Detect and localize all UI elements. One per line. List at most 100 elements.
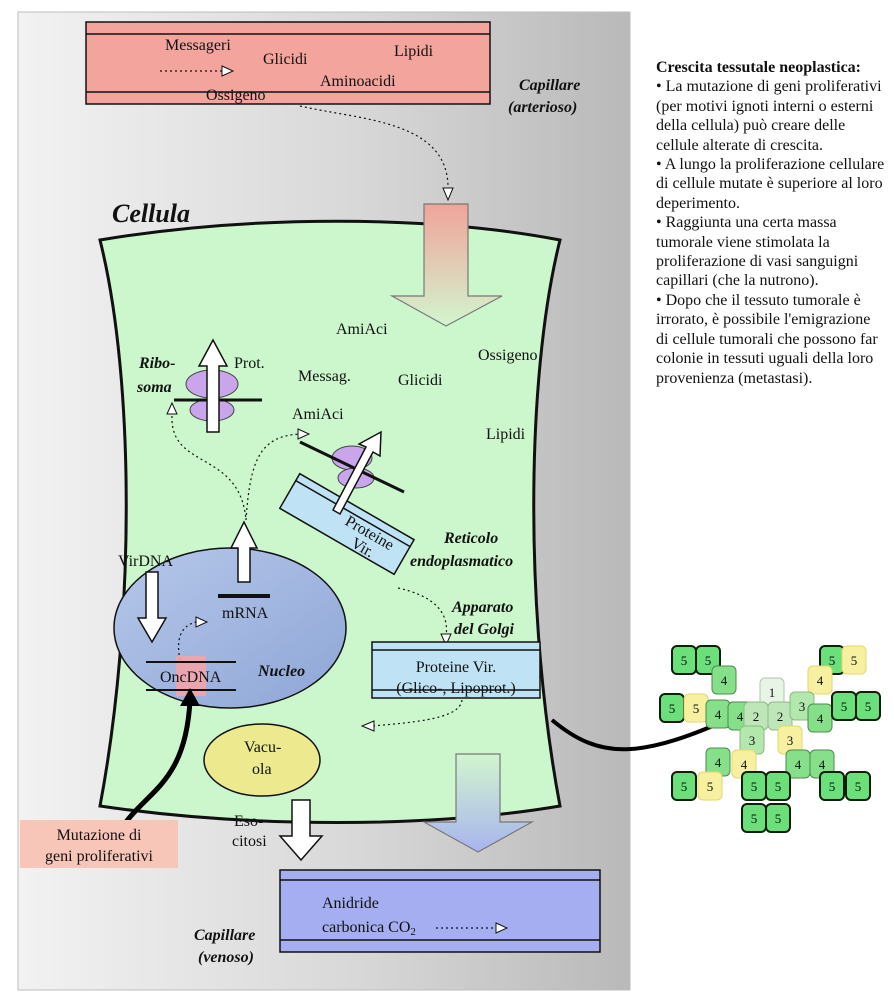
venous-label-line2: (venoso)	[198, 949, 254, 966]
golgi-label-line2: del Golgi	[454, 621, 515, 638]
er-aminoacid-label: AmiAci	[292, 406, 344, 423]
tumor-cell-level-label: 5	[775, 779, 782, 794]
virdna-down-arrow-icon	[136, 571, 168, 644]
tumor-cell	[765, 771, 791, 801]
golgi-to-vacuole-dotted-path	[371, 699, 463, 727]
co2-arrowhead-icon	[495, 922, 509, 934]
tumor-cell-level-label: 2	[753, 709, 760, 724]
side-description: Crescita tessutale neoplastica: • La mut…	[656, 58, 886, 388]
tumor-cell-level-label: 5	[751, 779, 758, 794]
tumor-cell	[807, 665, 833, 695]
ribosome-product-label: Prot.	[234, 355, 265, 372]
tumor-cell-level-label: 5	[829, 653, 836, 668]
tumor-cell-level-label: 5	[829, 779, 836, 794]
tumor-cell-level-label: 5	[855, 779, 862, 794]
arterial-item-lipidi: Lipidi	[394, 43, 434, 60]
mutation-arrowhead-icon	[180, 688, 200, 706]
mrna-label: mRNA	[222, 605, 269, 622]
mutation-box-line2: geni proliferativi	[45, 848, 154, 865]
golgi-proteins-line2: (Glico-, Lipoprot.)	[396, 680, 516, 697]
mutation-box	[20, 820, 178, 868]
arterial-item-aminoacidi: Aminoacidi	[320, 73, 396, 90]
tumor-cell	[765, 803, 791, 833]
vacuole-line2: ola	[252, 761, 272, 778]
endoplasmic-reticulum: AmiAci Proteine Vir. Reticolo endoplasma…	[278, 406, 513, 576]
venous-capillary: Anidride carbonica CO2	[279, 869, 601, 953]
tumor-cell-level-label: 5	[681, 653, 688, 668]
tumor-cell-level-label: 1	[769, 685, 776, 700]
exocytosis-line2: citosi	[232, 833, 267, 850]
er-label-line1: Reticolo	[443, 530, 498, 547]
mrna-to-ribosome-dotted-path	[171, 415, 247, 521]
tumor-cell-level-label: 5	[865, 699, 872, 714]
venous-content-line2: carbonica CO2	[322, 919, 416, 938]
tumor-cell-level-label: 5	[707, 779, 714, 794]
arterial-dotted-arrowhead-icon	[442, 187, 454, 202]
tumor-cell-level-label: 5	[681, 779, 688, 794]
tumor-cell	[855, 691, 881, 721]
arterial-item-ossigeno: Ossigeno	[206, 87, 266, 104]
arterial-item-glicidi: Glicidi	[263, 51, 308, 68]
ribosome-label-line2: soma	[136, 379, 172, 396]
golgi-apparatus: Proteine Vir. (Glico-, Lipoprot.) Appara…	[371, 599, 541, 699]
er-label-line2: endoplasmatico	[410, 553, 513, 570]
venous-content-line1: Anidride	[322, 895, 379, 912]
tumor-cell-level-label: 5	[705, 653, 712, 668]
arterial-capillary: Messageri Glicidi Lipidi Aminoacidi Ossi…	[85, 21, 491, 105]
arterial-label-line2: (arterioso)	[508, 99, 577, 116]
side-text-bullet-3: • Raggiunta una certa massa tumorale vie…	[656, 214, 859, 290]
cell-content-lipidi: Lipidi	[486, 426, 526, 443]
tumor-cell-level-label: 5	[775, 811, 782, 826]
tumor-cell-level-label: 5	[841, 699, 848, 714]
cell-content-ossigeno: Ossigeno	[478, 347, 538, 364]
vacuole-line1: Vacu-	[244, 739, 281, 756]
tumor-cell-level-label: 3	[787, 733, 794, 748]
mutation-arrow	[124, 699, 193, 824]
tumor-cell-level-label: 4	[741, 757, 748, 772]
virdna-label: VirDNA	[118, 553, 173, 570]
tumor-cell-level-label: 4	[737, 709, 744, 724]
tumor-cell-level-label: 4	[817, 673, 824, 688]
er-amiaci-arrowhead-icon	[297, 428, 311, 440]
side-text-bullet-4: • Dopo che il tessuto tumorale è irrorat…	[656, 291, 878, 387]
side-text-title: Crescita tessutale neoplastica:	[656, 59, 861, 76]
tumor-cell	[845, 771, 871, 801]
nutrient-input-arrow	[389, 203, 503, 327]
ribosome-label-line1: Ribo-	[138, 355, 175, 372]
cell-title: Cellula	[112, 199, 190, 228]
tumor-cell	[819, 771, 845, 801]
tumor-cell-level-label: 5	[851, 653, 858, 668]
cell-content-glicidi: Glicidi	[398, 372, 443, 389]
tumor-cell-level-label: 4	[819, 757, 826, 772]
vacuole: Vacu- ola	[203, 723, 321, 797]
tumor-cell-level-label: 4	[721, 673, 728, 688]
oncdna-to-mrna-arrowhead-icon	[195, 616, 209, 628]
tumor-cell-level-label: 5	[693, 701, 700, 716]
tumor-cell	[841, 645, 867, 675]
tumor-cell-level-label: 4	[715, 755, 722, 770]
tumor-cell	[711, 665, 737, 695]
tumor-cell-level-label: 5	[751, 811, 758, 826]
golgi-arrowhead-icon	[440, 633, 452, 647]
mrna-to-er-dotted-path	[245, 433, 301, 521]
cell-content-amiaci: AmiAci	[336, 321, 388, 338]
ribosome: Ribo- soma Prot.	[136, 338, 265, 433]
exocytosis-arrow-icon	[278, 799, 324, 862]
tumor-cell	[697, 771, 723, 801]
mutation-box-line1: Mutazione di	[57, 827, 142, 844]
side-text-bullet-1: • La mutazione di geni proliferativi (pe…	[656, 78, 882, 154]
golgi-label-line1: Apparato	[451, 599, 513, 616]
waste-output-arrow	[421, 753, 535, 853]
er-protein-arrow-icon	[332, 430, 382, 516]
tumor-cell	[671, 771, 697, 801]
ribosome-arrowhead-icon	[166, 401, 178, 415]
messenger-arrowhead-icon	[221, 65, 235, 77]
tumor-cell-level-label: 2	[777, 709, 784, 724]
arterial-item-messageri: Messageri	[165, 37, 231, 54]
mrna-up-arrow-icon	[229, 520, 259, 583]
tumor-cell-level-label: 4	[795, 757, 802, 772]
nucleus: Nucleo VirDNA mRNA OncDNA	[113, 520, 347, 709]
